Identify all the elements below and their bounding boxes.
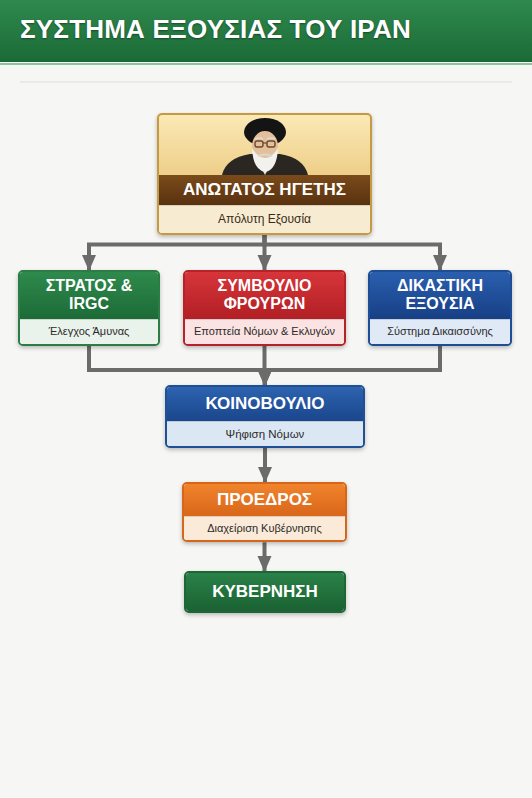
box-heading: ΚΥΒΕΡΝΗΣΗ bbox=[186, 573, 344, 611]
box-heading: ΚΟΙΝΟΒΟΥΛΙΟ bbox=[167, 387, 363, 421]
box-heading: ΠΡΟΕΔΡΟΣ bbox=[184, 484, 345, 516]
branch-box: ΣΤΡΑΤΟΣ & IRGCΈλεγχος Άμυνας bbox=[18, 270, 160, 346]
process-box: ΚΥΒΕΡΝΗΣΗ bbox=[184, 571, 346, 613]
box-subtitle: Ψήφιση Νόμων bbox=[167, 421, 363, 446]
box-heading: ΔΙΚΑΣΤΙΚΗ ΕΞΟΥΣΙΑ bbox=[370, 272, 510, 319]
branch-box: ΔΙΚΑΣΤΙΚΗ ΕΞΟΥΣΙΑΣύστημα Δικαισσύνης bbox=[368, 270, 512, 346]
connector-arrow bbox=[89, 346, 265, 385]
box-heading: ΣΤΡΑΤΟΣ & IRGC bbox=[20, 272, 158, 319]
box-subtitle: Έλεγχος Άμυνας bbox=[20, 319, 158, 344]
process-box: ΠΡΟΕΔΡΟΣΔιαχείριση Κυβέρνησης bbox=[182, 482, 347, 542]
banner-rule bbox=[0, 63, 532, 65]
box-heading: ΑΝΩΤΑΤΟΣ ΗΓΕΤΗΣ bbox=[159, 175, 370, 205]
connector-arrow bbox=[265, 235, 441, 270]
box-subtitle: Διαχείριση Κυβέρνησης bbox=[184, 516, 345, 541]
separator-line bbox=[20, 82, 512, 83]
box-subtitle: Σύστημα Δικαισσύνης bbox=[370, 319, 510, 344]
box-heading: ΣΥΜΒΟΥΛΙΟ ΦΡΟΥΡΩΝ bbox=[185, 272, 344, 319]
diagram-title: ΣΥΣΤΗΜΑ ΕΞΟΥΣΙΑΣ ΤΟΥ ΙΡΑΝ bbox=[20, 14, 411, 45]
box-subtitle: Απόλυτη Εξουσία bbox=[159, 205, 370, 233]
connector-arrow bbox=[265, 346, 440, 385]
connector-arrow bbox=[263, 448, 267, 482]
connector-arrow bbox=[89, 235, 265, 270]
process-box: ΚΟΙΝΟΒΟΥΛΙΟΨήφιση Νόμων bbox=[165, 385, 365, 448]
branch-box: ΣΥΜΒΟΥΛΙΟ ΦΡΟΥΡΩΝΕποπτεία Νόμων & Εκλυγώ… bbox=[183, 270, 346, 346]
leader-box: ΑΝΩΤΑΤΟΣ ΗΓΕΤΗΣΑπόλυτη Εξουσία bbox=[157, 113, 372, 235]
connector-arrow bbox=[263, 542, 267, 571]
box-subtitle: Εποπτεία Νόμων & Εκλυγών bbox=[185, 319, 344, 344]
